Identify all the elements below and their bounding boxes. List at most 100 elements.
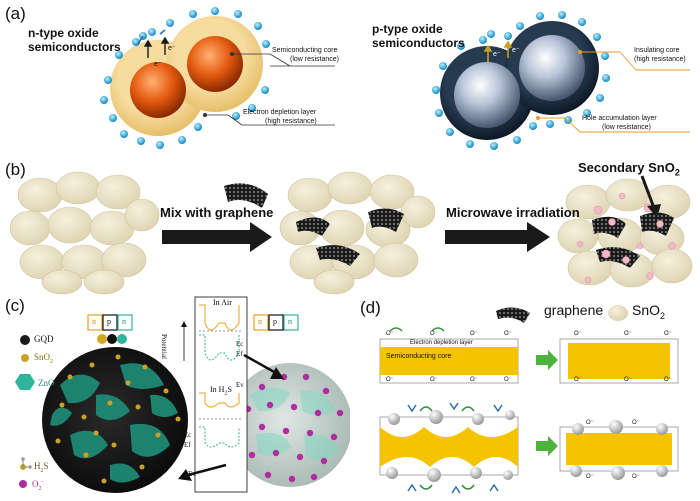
p-oxygen-ions bbox=[432, 11, 610, 150]
p-electron-arrows bbox=[483, 40, 513, 62]
graphene-legend-icon bbox=[496, 307, 530, 323]
o-ion-r1-top-1: O⁻ bbox=[386, 331, 394, 337]
row2-result-slab bbox=[559, 420, 679, 480]
depletion-layer-label: Electron depletion layer bbox=[410, 340, 473, 346]
h2s-legend-label: H2S bbox=[34, 461, 49, 474]
o-ion-r2r-bot-1: O⁻ bbox=[586, 474, 594, 480]
p-type-title-line2: semiconductors bbox=[372, 36, 465, 50]
secondary-sno2-text: Secondary SnO bbox=[578, 160, 675, 175]
p-o2-molecule bbox=[479, 30, 512, 44]
sno2-legend-sub: 2 bbox=[50, 358, 54, 365]
junction-n-left-1: n bbox=[92, 317, 96, 326]
gqd-legend-label: GQD bbox=[34, 334, 54, 344]
band-ev-h2s: Ev bbox=[188, 470, 196, 478]
step-microwave-label: Microwave irradiation bbox=[446, 205, 580, 220]
semiconducting-core-label: Semiconducting core bbox=[386, 353, 452, 360]
sno2-legend-icon bbox=[21, 354, 29, 362]
p-type-title: p-type oxide semiconductors bbox=[372, 22, 465, 50]
p-shell-annotation: Hole accumulation layer (low resistance) bbox=[582, 114, 657, 132]
sno2-d-sub: 2 bbox=[660, 310, 666, 321]
row1-depletion-slab bbox=[379, 327, 519, 384]
h2s-legend-icon bbox=[20, 457, 32, 470]
o-ion-r1r-top-2: O⁻ bbox=[624, 331, 632, 337]
n-shell-label: Electron depletion layer bbox=[243, 109, 317, 116]
o-ion-r1-bot-3: O⁻ bbox=[470, 377, 478, 383]
band-ef-air: Ef bbox=[236, 350, 243, 358]
junction-n-left-2: n bbox=[122, 317, 126, 326]
n-electron-symbol-1: e⁻ bbox=[154, 61, 162, 68]
graphene-sheet-icon bbox=[224, 183, 268, 208]
secondary-sno2-pointer bbox=[640, 175, 661, 218]
row2-graphene-slab bbox=[379, 402, 519, 494]
sno2-legend-icon-d bbox=[608, 305, 628, 321]
o-ion-r1r-bot-3: O⁻ bbox=[664, 377, 672, 383]
sno2-cluster-secondary bbox=[557, 178, 693, 288]
row1-result-slab bbox=[559, 338, 679, 384]
potential-axis-label: Potential bbox=[160, 334, 168, 359]
p-type-title-line1: p-type oxide bbox=[372, 22, 443, 36]
sno2-legend-label: SnO2 bbox=[34, 352, 53, 365]
panel-d-figure bbox=[379, 305, 679, 494]
graphene-legend-label: graphene bbox=[544, 302, 604, 318]
p-type-particles bbox=[440, 21, 599, 140]
o-ion-r1-top-4: O⁻ bbox=[504, 331, 512, 337]
n-core-annotation: Semiconducting core (low resistance) bbox=[272, 46, 339, 64]
conversion-arrows bbox=[178, 353, 284, 481]
band-ev-air: Ev bbox=[236, 381, 244, 389]
zno-legend-icon bbox=[15, 374, 35, 390]
step-mix-label: Mix with graphene bbox=[160, 205, 274, 220]
h2s-legend-s: S bbox=[43, 461, 49, 471]
n-core-label: Semiconducting core bbox=[272, 47, 338, 54]
p-shell-label: Hole accumulation layer bbox=[582, 115, 657, 122]
n-electron-symbol-2: e⁻ bbox=[168, 45, 176, 52]
n-shell-sublabel: (high resistance) bbox=[265, 118, 317, 125]
panel-c-label: (c) bbox=[5, 296, 25, 315]
in-h2s-text: In H bbox=[210, 385, 225, 394]
n-oxygen-ions bbox=[100, 7, 270, 149]
band-ef-h2s: Ef bbox=[184, 441, 191, 449]
n-type-title-line1: n-type oxide bbox=[28, 26, 99, 40]
band-ec-air: Ec bbox=[236, 340, 244, 348]
sno2-cluster-graphene bbox=[279, 171, 436, 295]
o-ion-r1-bot-2: O⁻ bbox=[430, 377, 438, 383]
junction-p-left: p bbox=[107, 317, 111, 326]
o2-legend-sup: - bbox=[41, 479, 44, 485]
junction-n-right-2: n bbox=[288, 317, 292, 326]
sno2-legend-text: SnO bbox=[34, 352, 51, 362]
o2-legend-sub: 2 bbox=[38, 485, 42, 492]
in-air-label: In Air bbox=[213, 298, 232, 307]
p-shell-sublabel: (low resistance) bbox=[602, 124, 652, 131]
sno2-d-text: SnO bbox=[632, 302, 661, 318]
arrow-mix-graphene bbox=[162, 222, 272, 252]
junction-p-right: p bbox=[273, 317, 277, 326]
npn-junction-right bbox=[253, 314, 299, 331]
panel-a-figure: e⁻ e⁻ e⁻ e⁻ bbox=[100, 7, 690, 150]
n-electron-arrows bbox=[143, 36, 170, 58]
secondary-sno2-sub: 2 bbox=[674, 167, 680, 178]
panel-a-label: (a) bbox=[5, 4, 26, 23]
o2-legend-label: O2- bbox=[32, 479, 44, 492]
arrow-microwave bbox=[445, 222, 550, 252]
o-ion-r2r-top-1: O⁻ bbox=[586, 420, 594, 426]
o-ion-r2r-bot-2: O⁻ bbox=[632, 474, 640, 480]
p-core-sublabel: (high resistance) bbox=[634, 56, 686, 63]
sno2-legend-label-d: SnO2 bbox=[632, 302, 665, 321]
band-diagram bbox=[181, 296, 248, 493]
h2s-legend-h: H bbox=[34, 461, 41, 471]
h2s-legend-sub: 2 bbox=[40, 467, 44, 474]
o-ion-r1-top-2: O⁻ bbox=[430, 331, 438, 337]
in-h2s-tail: S bbox=[227, 385, 232, 394]
n-o2-molecule bbox=[137, 28, 166, 45]
n-core-left bbox=[130, 62, 186, 118]
o-ion-r1r-top-1: O⁻ bbox=[574, 331, 582, 337]
o-ion-r1-bot-4: O⁻ bbox=[504, 377, 512, 383]
o-ion-r2r-top-2: O⁻ bbox=[632, 420, 640, 426]
panel-b-label: (b) bbox=[5, 160, 26, 179]
o-ion-r1r-bot-2: O⁻ bbox=[624, 377, 632, 383]
p-core-annotation: Insulating core (high resistance) bbox=[634, 46, 686, 64]
npn-junction-left bbox=[87, 314, 133, 344]
zno-legend-label: ZnO bbox=[38, 378, 55, 388]
n-type-particles bbox=[110, 16, 263, 136]
in-h2s-sub: 2 bbox=[224, 390, 228, 397]
o-ion-r1r-top-3: O⁻ bbox=[664, 331, 672, 337]
